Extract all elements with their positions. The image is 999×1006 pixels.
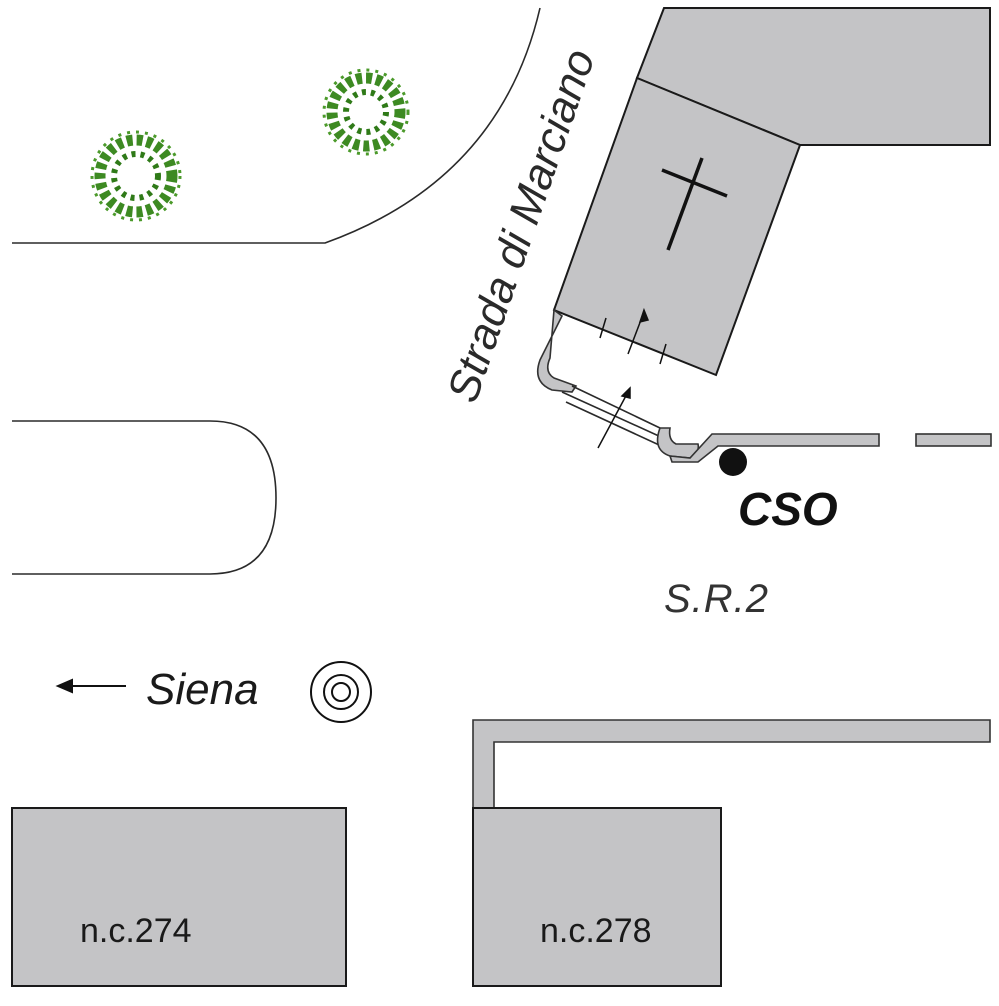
- tree-icon: [90, 130, 182, 222]
- traffic-island: [12, 420, 277, 575]
- state-road-label: S.R.2: [664, 577, 769, 621]
- roadside-wall-segment: [915, 433, 992, 447]
- steps: [561, 385, 673, 451]
- building-top-right: [635, 7, 991, 146]
- cso-marker: [719, 448, 747, 476]
- churchyard-wall: [536, 308, 578, 393]
- building-nc274: [11, 807, 347, 987]
- cross-icon: [661, 157, 728, 251]
- road-edge-north: [12, 7, 541, 244]
- building-nc274-label: n.c.274: [80, 912, 192, 950]
- building-nc278-label: n.c.278: [540, 912, 652, 950]
- entrance-marks: [599, 307, 667, 365]
- target-icon: [310, 661, 372, 723]
- boundary-wall: [472, 719, 991, 809]
- building-nc278: [472, 807, 722, 987]
- cso-label: CSO: [738, 483, 838, 535]
- left-arrow: [55, 678, 126, 694]
- siena-label: Siena: [146, 665, 259, 714]
- roadside-wall: [668, 433, 880, 463]
- access-arrow-icon: [597, 386, 631, 449]
- tree-icon: [322, 68, 410, 156]
- steps-end-wall: [656, 427, 700, 459]
- road-name-label: Strada di Marciano: [438, 43, 605, 408]
